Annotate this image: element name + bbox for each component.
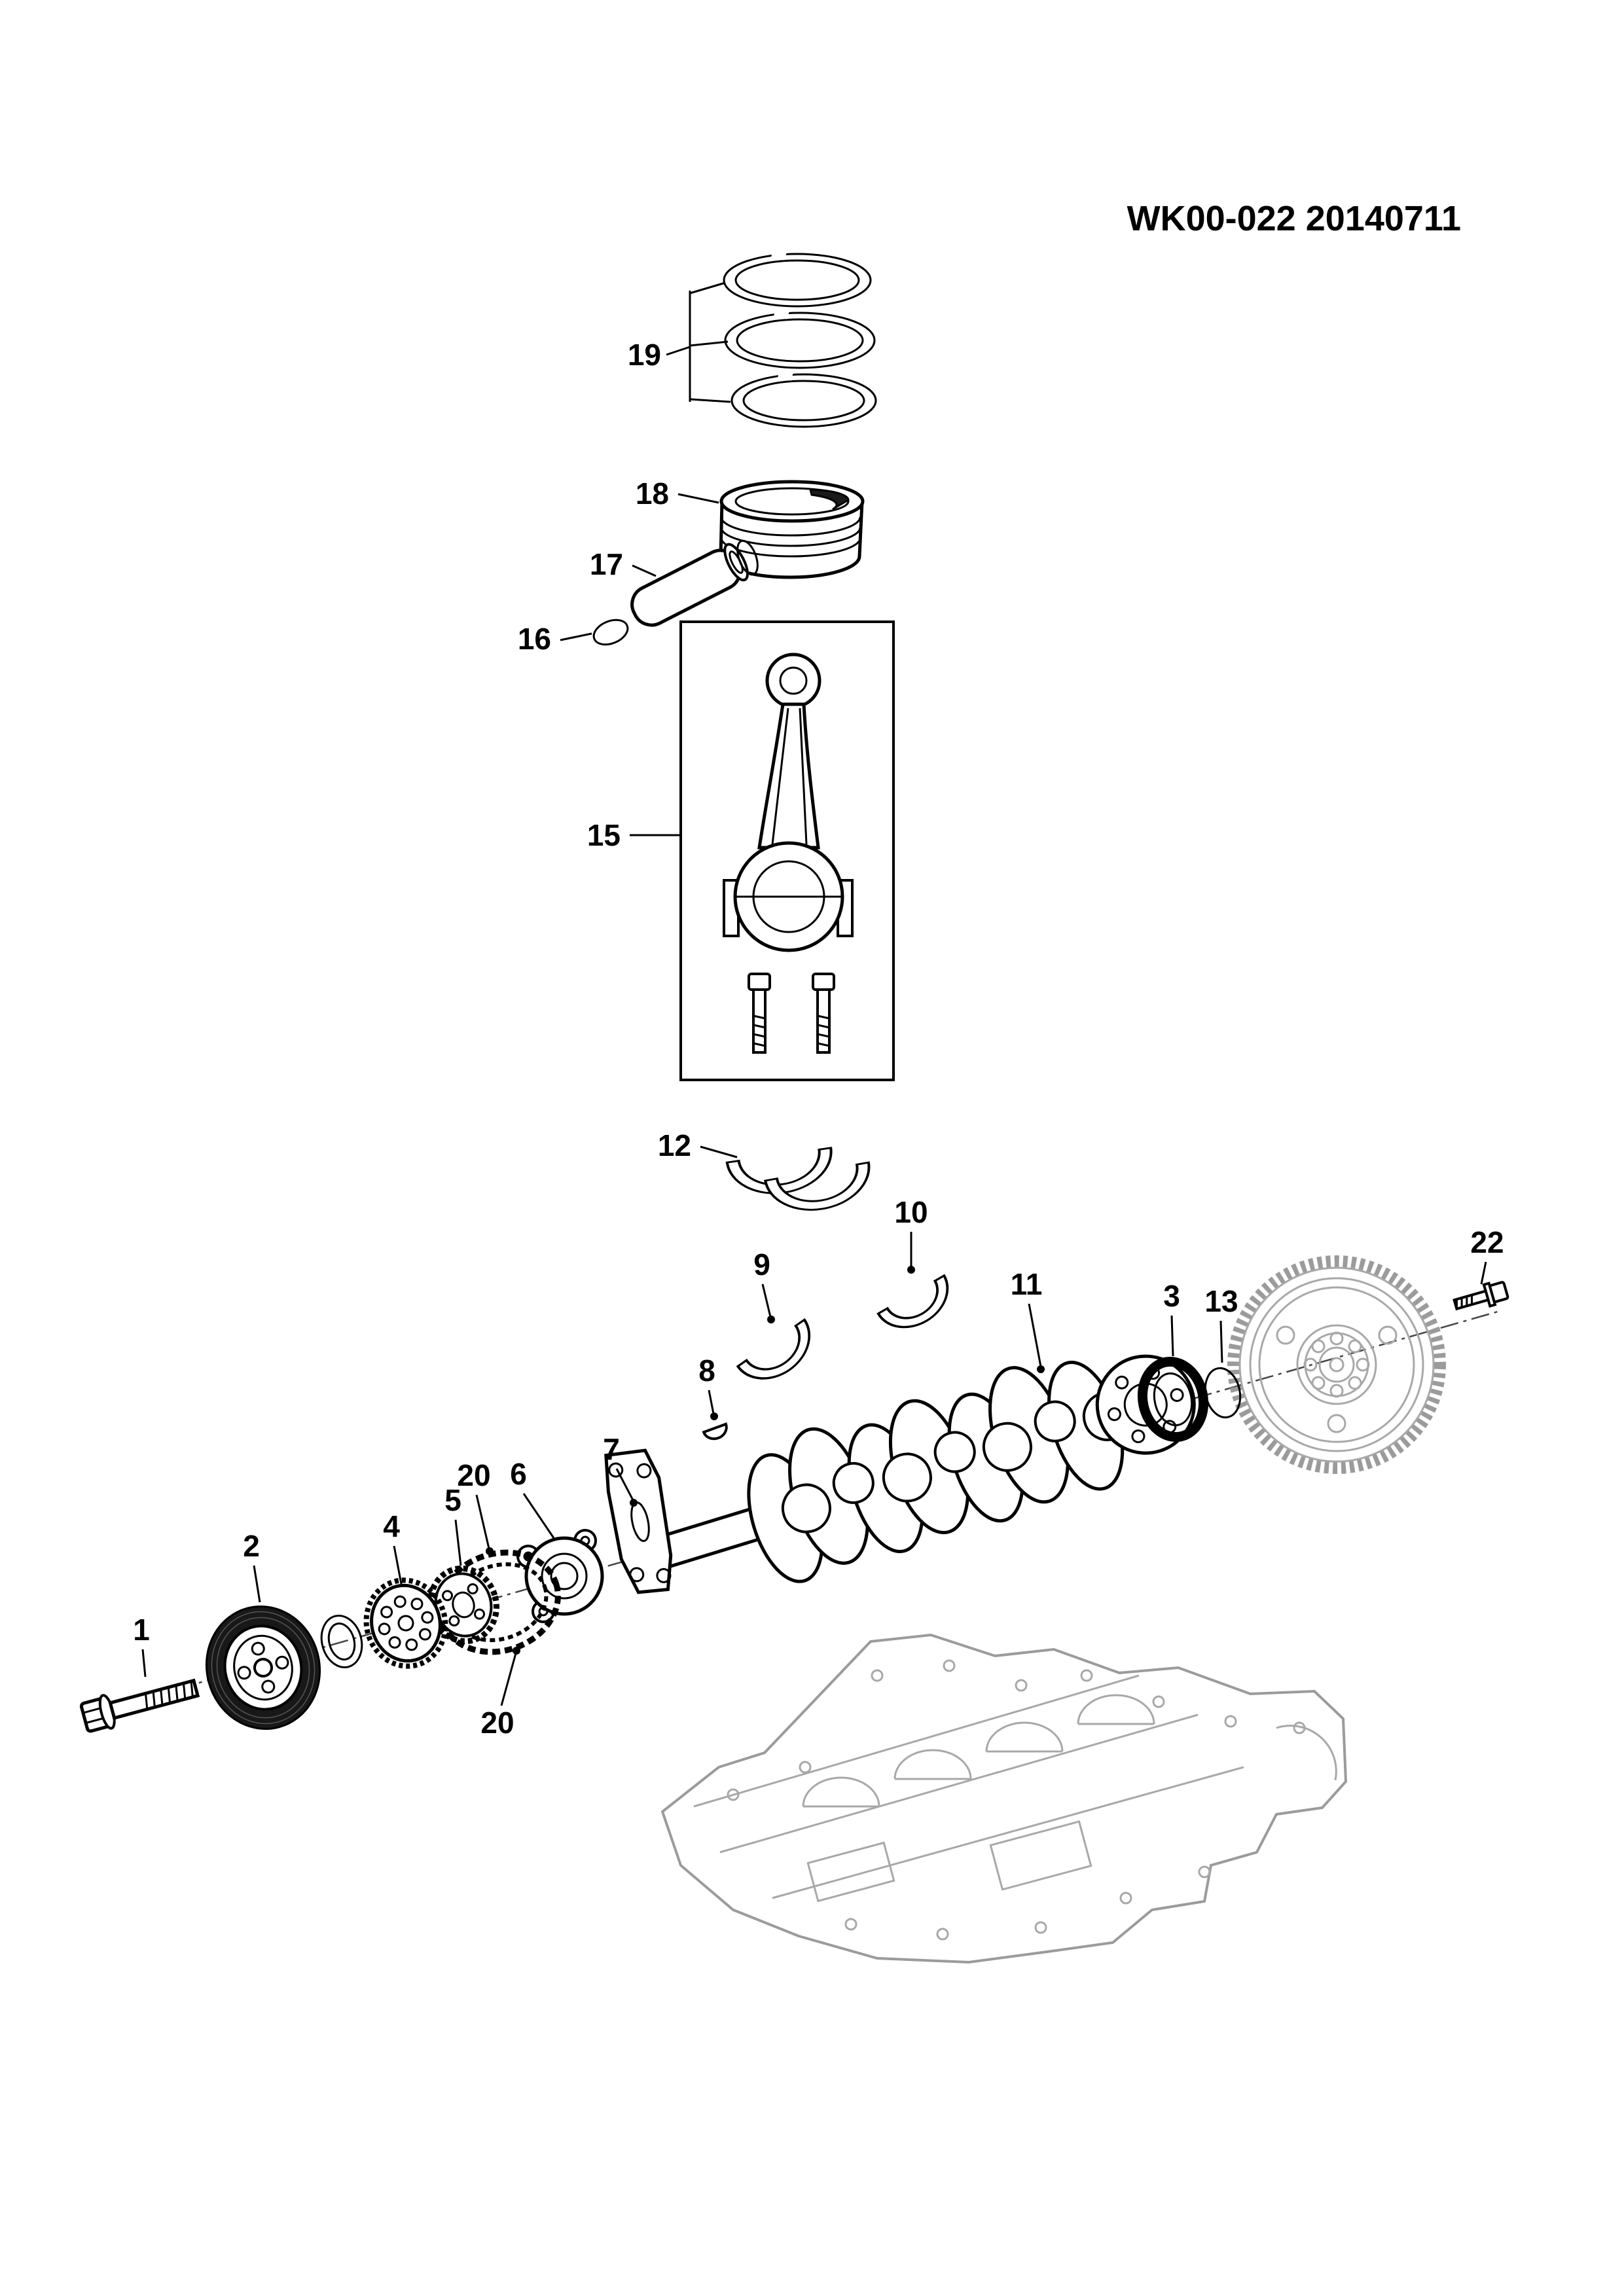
callout-20a: 20 <box>457 1458 490 1492</box>
connecting-rod-assembly: 15 <box>587 620 895 1081</box>
timing-chain: 20 20 <box>437 1458 561 1740</box>
pulley-bolt: 1 <box>79 1613 200 1733</box>
callout-16-leader <box>560 632 592 641</box>
callout-7-leader <box>615 1468 634 1501</box>
flywheel-bolt: 22 <box>1453 1225 1509 1311</box>
main-bearing-upper: 10 <box>876 1195 949 1329</box>
snap-ring: 16 <box>518 619 629 656</box>
callout-11-leader <box>1028 1303 1042 1367</box>
rod-bolt-left <box>748 973 771 1054</box>
callout-12-leader <box>700 1145 738 1158</box>
callout-18-leader <box>677 493 719 504</box>
callout-1-leader <box>141 1649 147 1677</box>
piston-ring-top <box>723 249 872 308</box>
callout-9: 9 <box>753 1247 770 1282</box>
callout-6-leader <box>522 1493 555 1539</box>
main-bearing: 9 <box>736 1247 811 1380</box>
flywheel-bolt-holes <box>1276 1325 1398 1433</box>
callout-1: 1 <box>133 1613 150 1647</box>
pin-retainer-ring <box>736 539 759 576</box>
crankshaft: 11 <box>657 1267 1196 1583</box>
piston-ring-set: 19 <box>628 249 877 428</box>
callout-2-leader <box>253 1565 261 1603</box>
oil-pump-plate: 7 <box>603 1432 673 1594</box>
piston-pin: 17 <box>590 539 759 627</box>
callout-22-leader <box>1480 1261 1487 1285</box>
callout-19-bracket <box>666 281 731 403</box>
connecting-rod-box <box>679 620 895 1081</box>
callout-19: 19 <box>628 338 661 372</box>
callout-17: 17 <box>590 547 623 581</box>
flywheel-reference <box>1227 1255 1446 1474</box>
callout-15: 15 <box>587 818 621 852</box>
callout-22: 22 <box>1470 1225 1504 1259</box>
piston-ring-oil <box>731 369 877 428</box>
callout-11: 11 <box>1011 1267 1043 1301</box>
callout-9-leader <box>761 1283 772 1318</box>
callout-13: 13 <box>1204 1284 1238 1318</box>
callout-4-leader <box>393 1545 403 1585</box>
callout-20b-leader <box>500 1653 517 1706</box>
spacer-ring <box>320 1615 363 1668</box>
rod-bolt-right <box>812 973 835 1054</box>
callout-4: 4 <box>383 1509 400 1543</box>
piston: 18 <box>636 476 865 579</box>
callout-5: 5 <box>444 1483 461 1517</box>
rod-bearing-shells: 12 <box>658 1128 871 1211</box>
callout-17-leader <box>632 564 657 577</box>
callout-7: 7 <box>603 1432 620 1466</box>
drawing-number: WK00-022 20140711 <box>1127 199 1461 238</box>
callout-3: 3 <box>1163 1279 1180 1313</box>
callout-3-leader <box>1170 1315 1174 1357</box>
block-bolt-holes <box>727 1659 1306 1941</box>
woodruff-key: 8 <box>698 1354 728 1441</box>
callout-2: 2 <box>243 1529 260 1563</box>
callout-16: 16 <box>518 622 551 656</box>
pilot-bearing-ring: 13 <box>1204 1284 1242 1419</box>
piston-ring-middle <box>724 308 876 369</box>
crank-sprocket: 5 <box>427 1483 499 1645</box>
callout-13-leader <box>1219 1320 1223 1363</box>
callout-8-leader <box>708 1390 715 1414</box>
rod-small-end <box>765 653 821 709</box>
callout-6: 6 <box>510 1457 527 1491</box>
callout-20b: 20 <box>480 1706 514 1740</box>
callout-8: 8 <box>698 1354 715 1388</box>
callout-12: 12 <box>658 1128 691 1162</box>
callout-5-leader <box>454 1519 462 1566</box>
rear-main-seal: 3 <box>1137 1279 1209 1443</box>
crankshaft-pulley: 2 <box>205 1529 321 1730</box>
callout-18: 18 <box>636 476 669 511</box>
engine-block-reference <box>660 1633 1348 1964</box>
drive-sprocket: 4 <box>363 1509 448 1669</box>
rod-shaft <box>757 702 820 850</box>
callout-10: 10 <box>894 1195 928 1229</box>
callout-20a-leader <box>475 1494 490 1549</box>
